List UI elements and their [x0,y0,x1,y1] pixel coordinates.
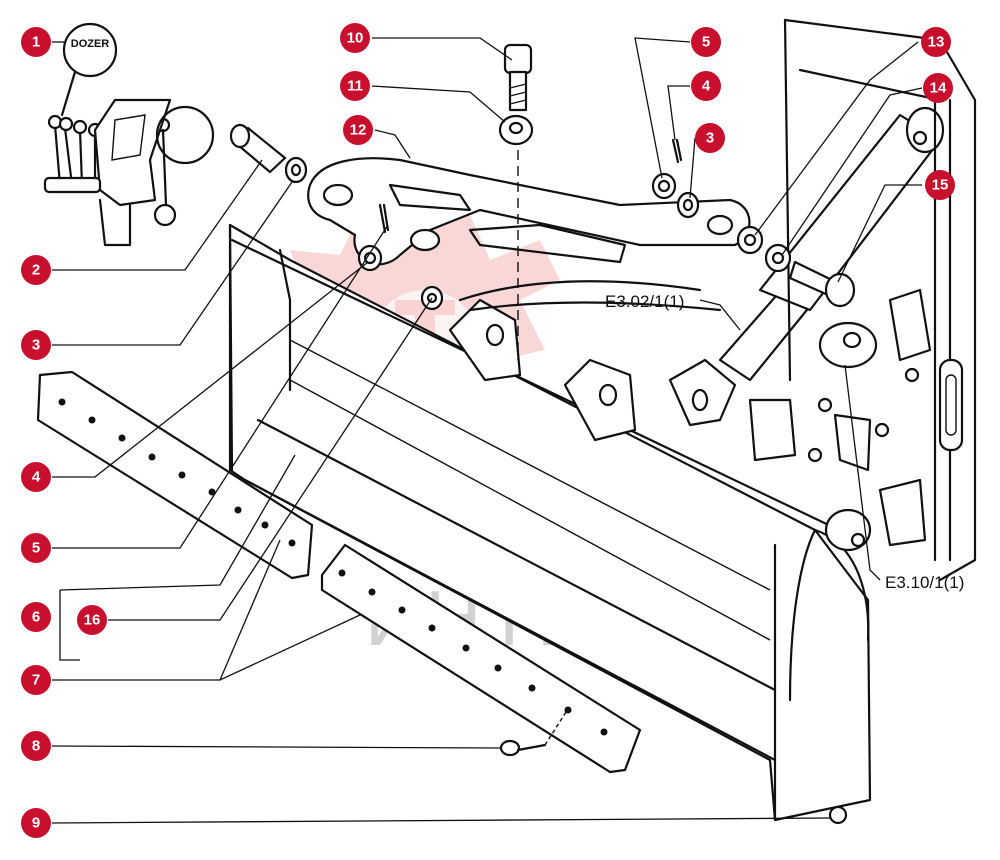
callout-16: 16 [77,605,107,635]
callout-6: 6 [21,602,51,632]
nut-part-5-right [651,172,677,200]
svg-text:7: 7 [32,672,40,689]
svg-text:4: 4 [702,78,711,95]
cutting-edge-left [36,370,314,580]
callout-3-right: 3 [695,123,725,153]
cutting-edge-right [320,543,642,774]
callout-12: 12 [343,115,373,145]
callout-1: 1 [21,27,51,57]
svg-text:14: 14 [930,80,947,97]
callout-9: 9 [21,808,51,838]
reference-e302: E3.02/1(1) [605,292,684,311]
callout-15: 15 [925,170,955,200]
tractor-frame [748,18,977,582]
callout-13: 13 [921,27,951,57]
svg-text:9: 9 [32,815,40,832]
svg-text:6: 6 [32,609,40,626]
push-arm [307,157,751,266]
svg-text:4: 4 [32,469,41,486]
callout-4-left: 4 [21,462,51,492]
split-pin-part-4-right [671,138,683,164]
svg-text:11: 11 [347,78,363,95]
nut-part-9 [828,805,848,825]
svg-text:16: 16 [84,612,101,629]
leader-lines [51,37,923,824]
callout-2: 2 [21,255,51,285]
nut-part-11 [498,114,534,360]
callout-5-right: 5 [691,27,721,57]
callout-5-left: 5 [21,533,51,563]
svg-text:12: 12 [350,122,367,139]
svg-text:5: 5 [702,34,710,51]
dozer-blade [228,223,872,822]
svg-text:15: 15 [932,177,949,194]
callout-10: 10 [340,23,370,53]
callout-4-right: 4 [691,71,721,101]
callout-11: 11 [340,71,370,101]
bolt-part-8 [499,711,567,757]
reference-e310: E3.10/1(1) [885,573,964,592]
washer-part-3-left [284,156,308,184]
control-lever-assembly: DOZER [43,22,215,247]
callout-3-left: 3 [21,330,51,360]
svg-text:10: 10 [347,30,364,47]
callout-8: 8 [21,731,51,761]
svg-text:3: 3 [706,130,714,147]
svg-text:1: 1 [32,34,40,51]
callout-7: 7 [21,665,51,695]
svg-text:3: 3 [32,337,40,354]
svg-text:5: 5 [32,540,40,557]
pin-part-15 [788,260,856,308]
svg-text:8: 8 [32,738,40,755]
svg-text:2: 2 [32,262,40,279]
pin-part-2 [229,123,287,174]
hydraulic-cylinder [668,106,945,427]
washer-part-3-right [676,191,700,219]
callout-14: 14 [923,73,953,103]
blade-brackets [448,280,722,442]
dozer-label: DOZER [71,38,110,50]
bolt-part-10 [503,43,533,112]
svg-text:13: 13 [928,34,945,51]
